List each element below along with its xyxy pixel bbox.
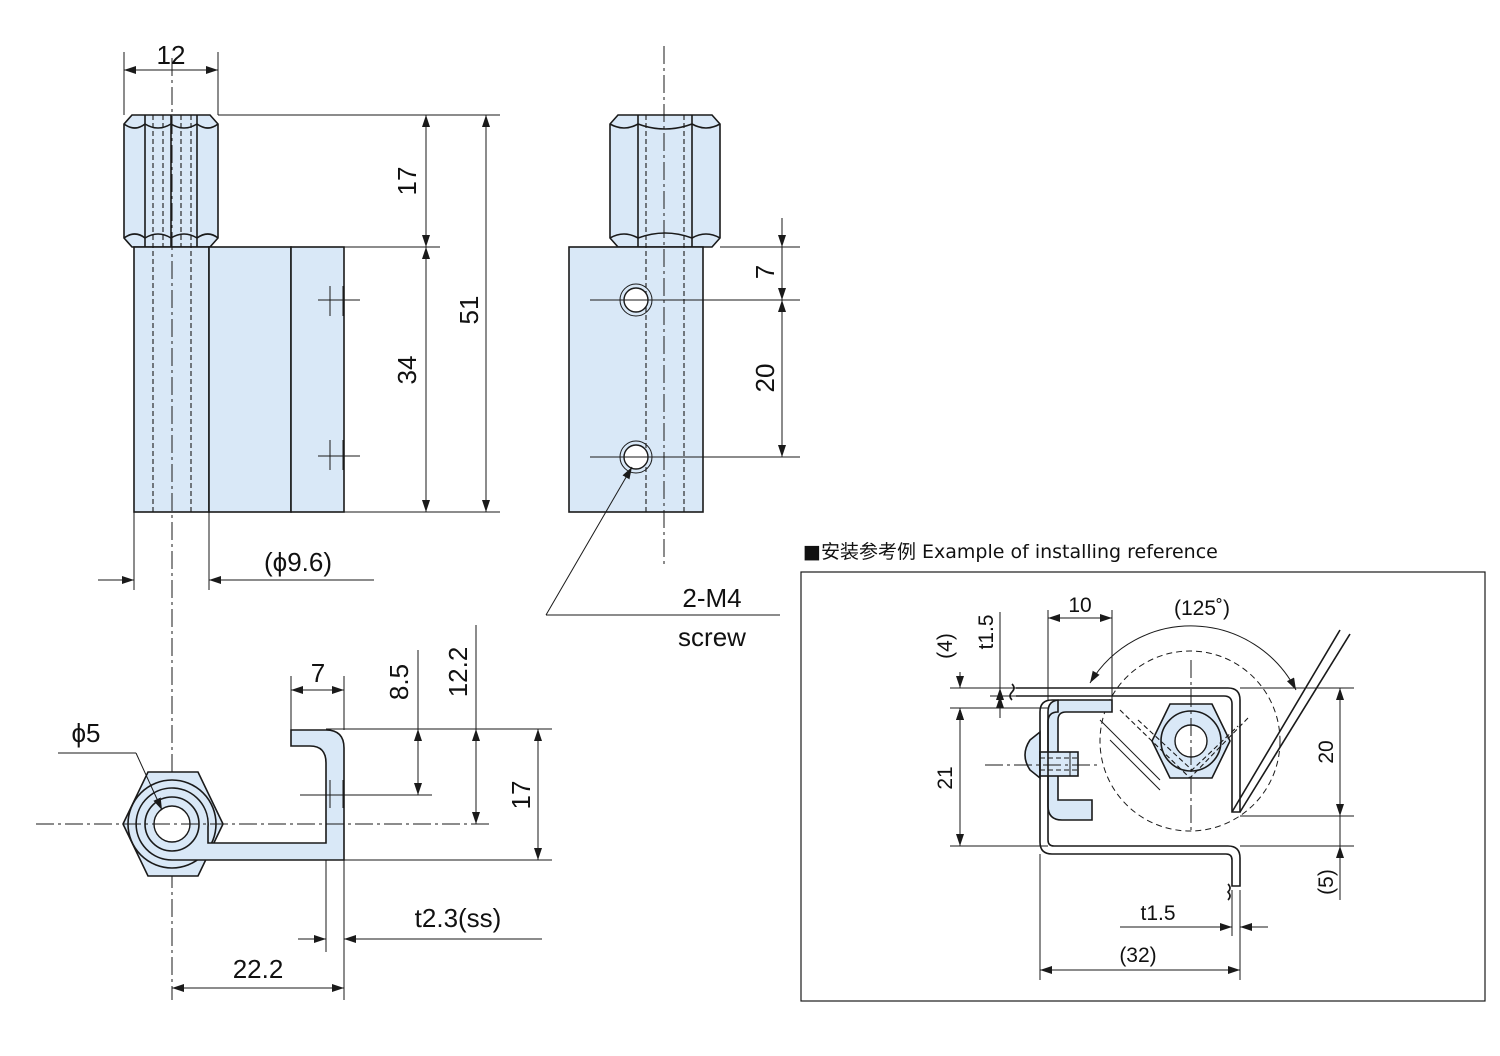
front-leaf <box>208 246 292 513</box>
dim-right-height: 20 <box>1315 740 1338 763</box>
install-screw <box>1024 730 1041 780</box>
dim-hex-height: 17 <box>392 167 422 196</box>
dim-hole-pitch: 20 <box>750 364 780 393</box>
dim-thickness: t2.3(ss) <box>415 903 502 933</box>
side-body <box>568 246 704 513</box>
dim-flange-width: 7 <box>311 658 325 688</box>
screw-label: screw <box>678 622 746 652</box>
front-view: 12 17 34 51 (ϕ9.6) <box>98 40 500 1000</box>
dim-width: (32) <box>1119 944 1156 967</box>
dim-hex-width: 12 <box>157 40 186 70</box>
dim-upper-thickness: t1.5 <box>975 614 998 649</box>
dim-bore-dia: (ϕ9.6) <box>264 547 332 577</box>
install-example: ■安装参考例 Example of installing reference <box>800 541 1486 1002</box>
front-flange <box>290 246 345 513</box>
dim-flange: 10 <box>1068 594 1091 617</box>
dim-total-height: 51 <box>454 296 484 325</box>
dim-offset: 22.2 <box>233 954 284 984</box>
screw-spec: 2-M4 <box>682 583 741 613</box>
dim-body-height: 34 <box>392 356 422 385</box>
dim-hole-height: 8.5 <box>384 664 414 700</box>
dim-lower-thickness: t1.5 <box>1140 902 1175 925</box>
install-title: ■安装参考例 Example of installing reference <box>803 541 1218 563</box>
install-frame <box>800 571 1486 1002</box>
dim-pin-dia: ϕ5 <box>71 718 100 748</box>
dim-center-height: 12.2 <box>443 647 473 698</box>
plan-view: ϕ5 7 8.5 12.2 17 t2.3(ss) 22.2 <box>36 625 552 1000</box>
dim-upper-gap: (4) <box>934 633 957 659</box>
side-view: 7 20 2-M4 screw <box>545 46 800 652</box>
dim-lower-gap: (5) <box>1315 869 1338 895</box>
side-hex-nut <box>609 114 721 248</box>
dim-top-hole: 7 <box>750 265 780 279</box>
dim-leaf-height: 17 <box>506 781 536 810</box>
dim-left-height: 21 <box>934 766 957 789</box>
dim-angle: (125˚) <box>1174 597 1230 620</box>
